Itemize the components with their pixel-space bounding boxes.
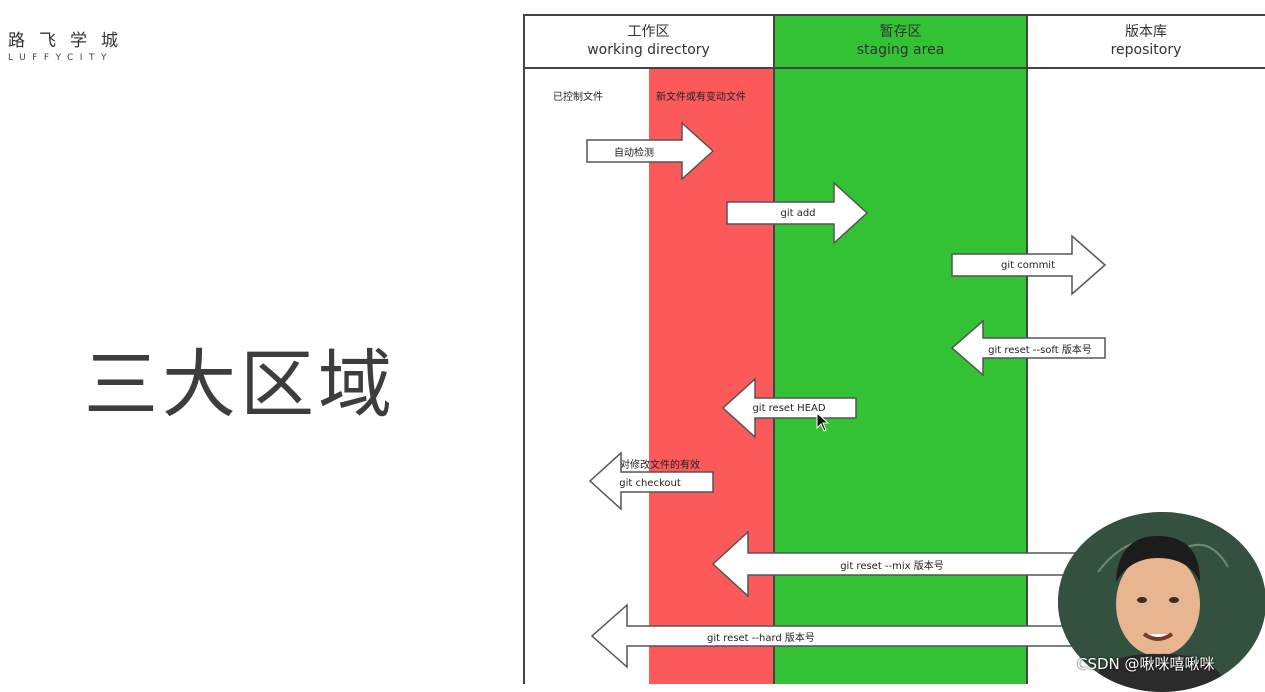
git-add-label: git add <box>780 207 816 219</box>
working-new-files-band <box>649 68 774 684</box>
staging-area-en: staging area <box>856 42 945 58</box>
working-directory-cn: 工作区 <box>627 24 670 40</box>
mouse-cursor-icon <box>816 412 830 432</box>
working-directory-en: working directory <box>587 42 710 58</box>
new-or-modified-files-label: 新文件或有变动文件 <box>656 92 746 103</box>
auto-detect-arrow: 自动检测 <box>586 121 715 181</box>
slide-title: 三大区域 <box>84 342 396 428</box>
reset-head-arrow: git reset HEAD <box>721 377 857 439</box>
reset-mix-label: git reset --mix 版本号 <box>840 560 944 572</box>
checkout-note-label: 对修改文件的有效 <box>620 460 700 471</box>
staging-area-header: 暂存区 staging area <box>774 14 1027 68</box>
repository-cn: 版本库 <box>1125 24 1167 40</box>
repository-en: repository <box>1110 42 1182 58</box>
git-checkout-label: git checkout <box>619 477 681 489</box>
three-areas-diagram: 工作区 working directory 暂存区 staging area 版… <box>523 14 1265 684</box>
tracked-files-label: 已控制文件 <box>553 92 603 103</box>
reset-hard-label: git reset --hard 版本号 <box>707 632 815 644</box>
git-add-arrow: git add <box>726 181 869 245</box>
reset-head-label: git reset HEAD <box>752 402 826 414</box>
logo-chinese-text: 路飞学城 <box>8 31 132 51</box>
luffycity-logo: 路飞学城 LUFFYCITY <box>8 26 132 63</box>
reset-mix-arrow: git reset --mix 版本号 <box>711 530 1112 598</box>
reset-soft-label: git reset --soft 版本号 <box>988 344 1092 356</box>
auto-detect-label: 自动检测 <box>614 147 654 159</box>
presenter-figure-icon <box>1058 512 1265 692</box>
logo-english-text: LUFFYCITY <box>8 53 113 63</box>
staging-area-cn: 暂存区 <box>879 24 922 40</box>
git-commit-arrow: git commit <box>951 234 1107 296</box>
presenter-video-avatar <box>1058 512 1265 692</box>
working-directory-header: 工作区 working directory <box>523 14 774 68</box>
csdn-watermark: CSDN @啾咪嘻啾咪 <box>1077 655 1215 673</box>
git-checkout-arrow: git checkout <box>588 451 714 511</box>
git-commit-label: git commit <box>1000 259 1056 271</box>
repository-header: 版本库 repository <box>1027 14 1265 68</box>
reset-soft-arrow: git reset --soft 版本号 <box>950 319 1106 377</box>
reset-hard-arrow: git reset --hard 版本号 <box>590 603 1081 669</box>
